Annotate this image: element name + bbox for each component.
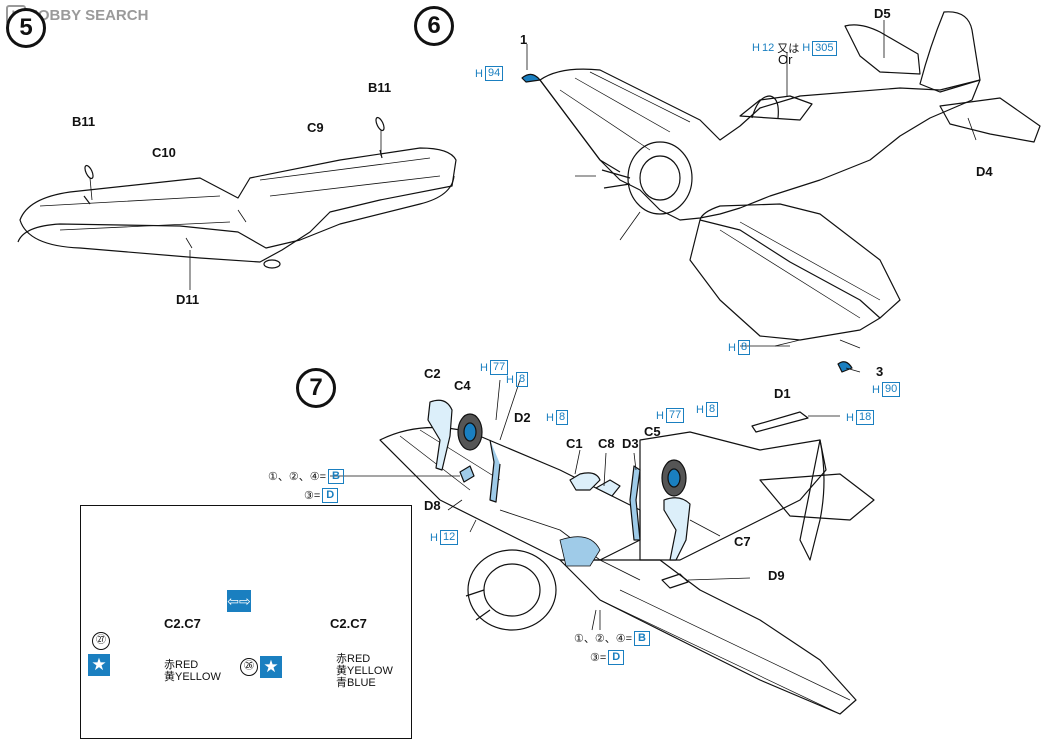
star-insignia-right-icon: ★ — [260, 656, 282, 678]
label-c4: C4 — [454, 378, 471, 393]
leader-lines — [330, 20, 977, 631]
step-6-number: 6 — [414, 6, 454, 46]
label-d3: D3 — [622, 436, 639, 451]
label-part-1: 1 — [520, 32, 528, 47]
inset-detail-box — [80, 505, 412, 739]
label-d5: D5 — [874, 6, 891, 21]
left-color-yellow: 黄YELLOW — [164, 671, 221, 683]
option-note-3: ①、②、④=B — [574, 630, 650, 646]
step7-parts — [427, 73, 853, 589]
label-c7: C7 — [734, 534, 751, 549]
right-color-yellow: 黄YELLOW — [336, 665, 393, 677]
swap-arrows-icon: ⇦⇨ — [227, 590, 251, 612]
step7-airplane — [379, 426, 875, 715]
option-note-1: ①、②、④=B — [268, 468, 344, 484]
label-d2: D2 — [514, 410, 531, 425]
option-note-4: ③=D — [590, 650, 625, 665]
label-b11-right: B11 — [368, 80, 392, 95]
label-c8: C8 — [598, 436, 615, 451]
step-7-number: 7 — [296, 368, 336, 408]
label-c10: C10 — [152, 145, 176, 160]
step5-wing-assembly — [17, 116, 457, 290]
star-insignia-left-icon: ★ — [88, 654, 110, 676]
right-color-blue: 青BLUE — [336, 677, 376, 689]
label-d11: D11 — [176, 292, 200, 307]
left-color-red: 赤RED — [164, 659, 199, 671]
label-d1: D1 — [774, 386, 791, 401]
step-5-number: 5 — [6, 8, 46, 48]
label-d9: D9 — [768, 568, 785, 583]
label-c1: C1 — [566, 436, 583, 451]
label-c2: C2 — [424, 366, 441, 381]
decal-26-number: ㉖ — [240, 658, 258, 676]
step6-airplane — [539, 11, 1041, 349]
label-b11-left: B11 — [72, 114, 96, 129]
option-note-2: ③=D — [304, 488, 339, 503]
label-c5: C5 — [644, 424, 661, 439]
label-or: Or — [778, 52, 793, 67]
label-d8: D8 — [424, 498, 441, 513]
decal-27-number: ㉗ — [92, 632, 110, 650]
label-d4: D4 — [976, 164, 993, 179]
inset-label-right: C2.C7 — [330, 616, 367, 631]
label-c9: C9 — [307, 120, 324, 135]
right-color-red: 赤RED — [336, 653, 371, 665]
watermark-text: HOBBY SEARCH — [27, 6, 149, 24]
label-part-3: 3 — [876, 364, 884, 379]
inset-label-left: C2.C7 — [164, 616, 201, 631]
